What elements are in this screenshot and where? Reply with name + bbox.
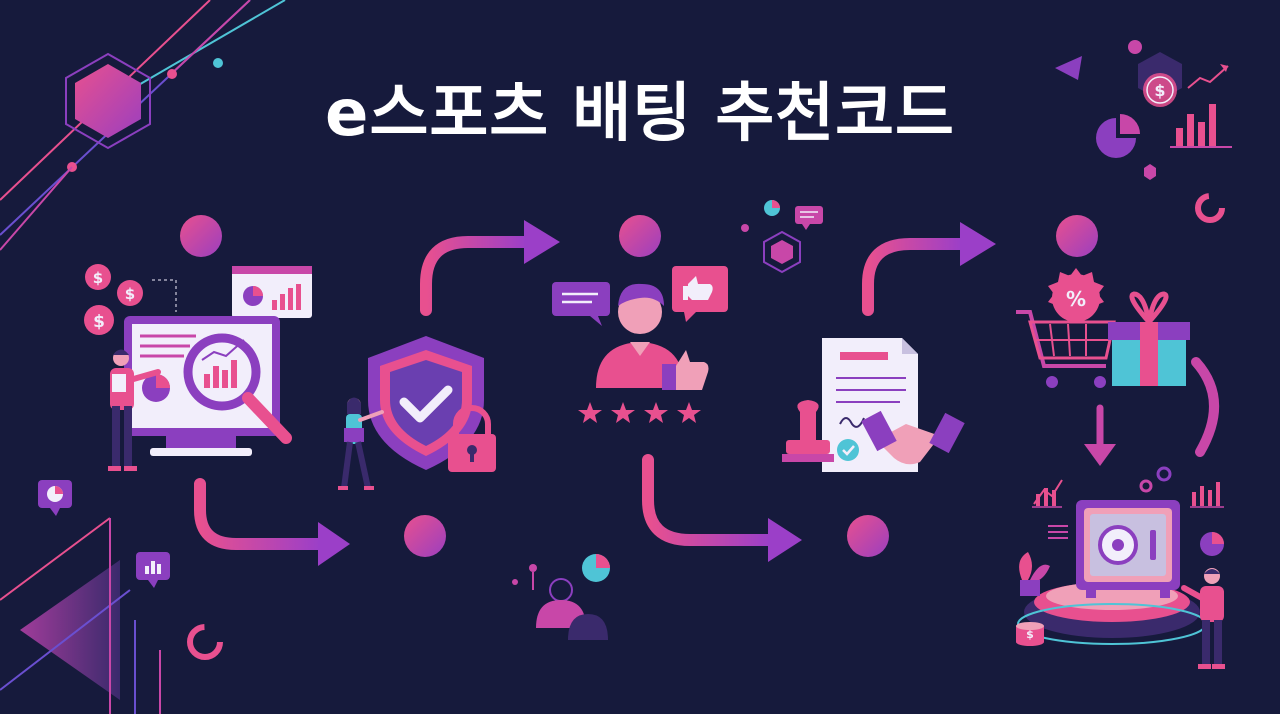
step-1-dot	[180, 215, 222, 257]
ring-icon	[187, 624, 223, 660]
step-2-dot	[404, 515, 446, 557]
coin-stack-symbol: $	[1026, 628, 1034, 641]
user-review-icon	[552, 266, 728, 423]
top-left-circuit-decoration	[0, 0, 286, 251]
dollar-coin-1: $	[93, 269, 103, 287]
top-right-decoration: $	[1055, 40, 1232, 223]
analytics-monitor-icon: $ $ $	[84, 264, 312, 471]
dollar-coin-3: $	[93, 312, 105, 332]
pie-chat-bubble-icon	[38, 480, 72, 516]
dollar-coin-2: $	[125, 285, 135, 303]
community-icon	[512, 554, 610, 640]
security-shield-icon	[338, 336, 496, 490]
coin-symbol: $	[1154, 81, 1165, 100]
step-4-dot	[847, 515, 889, 557]
hexagon-icon	[65, 52, 151, 150]
step-3-dot	[619, 215, 661, 257]
bar-chat-bubble-icon	[136, 552, 170, 588]
step-dots	[180, 215, 1098, 557]
rating-stars-icon	[578, 402, 701, 423]
page-title: e스포츠 배팅 추천코드	[325, 77, 955, 151]
small-icons-cluster	[741, 200, 823, 274]
vault-safe-icon: $	[1016, 466, 1225, 669]
shopping-gift-icon: %	[1016, 268, 1190, 388]
contract-handshake-icon	[782, 338, 965, 472]
step-5-dot	[1056, 215, 1098, 257]
flow-arrows	[194, 220, 1220, 566]
discount-symbol: %	[1066, 287, 1086, 311]
bottom-left-triangle-decoration	[0, 517, 161, 714]
